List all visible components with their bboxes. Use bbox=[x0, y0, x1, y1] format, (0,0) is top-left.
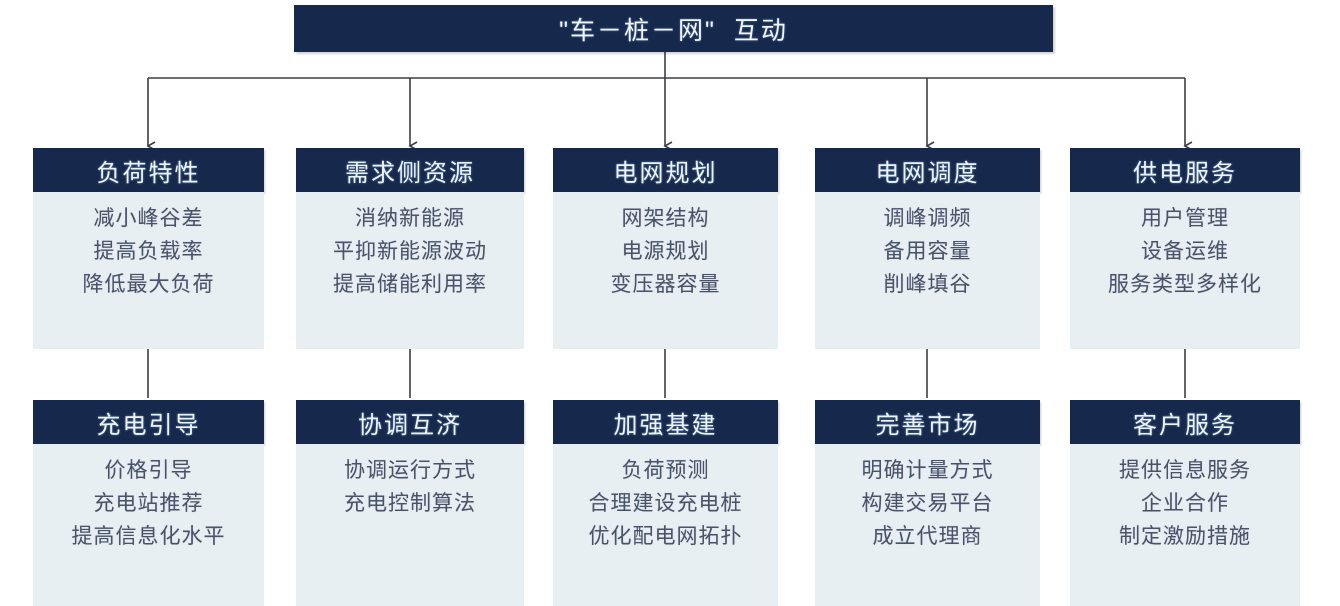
bottom-card-5-header: 客户服务 bbox=[1070, 400, 1300, 444]
top-card-5-header: 供电服务 bbox=[1070, 148, 1300, 192]
top-card-3-item-1: 网架结构 bbox=[621, 207, 710, 230]
bottom-card-5-body: 提供信息服务 企业合作 制定激励措施 bbox=[1070, 444, 1300, 606]
top-card-2: 需求侧资源 消纳新能源 平抑新能源波动 提高储能利用率 bbox=[296, 148, 524, 349]
top-card-2-body: 消纳新能源 平抑新能源波动 提高储能利用率 bbox=[296, 192, 524, 349]
bottom-card-2-body: 协调运行方式 充电控制算法 bbox=[296, 444, 524, 606]
top-card-2-item-2: 平抑新能源波动 bbox=[333, 240, 487, 263]
bottom-card-4-item-1: 明确计量方式 bbox=[861, 459, 994, 482]
top-card-1-item-2: 提高负载率 bbox=[93, 240, 204, 263]
flowchart-diagram: "车－桩－网" 互动 负荷特性 减小峰谷差 提高负载率 降低最大负荷 需求侧资源… bbox=[33, 5, 1300, 606]
bottom-card-2-header: 协调互济 bbox=[296, 400, 524, 444]
bottom-card-3-header: 加强基建 bbox=[553, 400, 778, 444]
top-card-5-item-2: 设备运维 bbox=[1141, 240, 1229, 263]
bottom-card-4-item-2: 构建交易平台 bbox=[861, 492, 994, 515]
bottom-card-1-item-3: 提高信息化水平 bbox=[71, 525, 226, 548]
bottom-card-1-item-1: 价格引导 bbox=[104, 459, 193, 482]
top-card-3-item-2: 电源规划 bbox=[621, 240, 710, 263]
bottom-card-5: 客户服务 提供信息服务 企业合作 制定激励措施 bbox=[1070, 400, 1300, 606]
top-card-1-item-3: 降低最大负荷 bbox=[82, 273, 215, 296]
bottom-card-4-header: 完善市场 bbox=[815, 400, 1040, 444]
bottom-card-3-item-2: 合理建设充电桩 bbox=[588, 492, 743, 515]
root-node-title: "车－桩－网" 互动 bbox=[559, 16, 788, 45]
top-card-5-item-3: 服务类型多样化 bbox=[1108, 273, 1262, 296]
bottom-card-3: 加强基建 负荷预测 合理建设充电桩 优化配电网拓扑 bbox=[553, 400, 778, 606]
bottom-card-1-body: 价格引导 充电站推荐 提高信息化水平 bbox=[33, 444, 264, 606]
top-card-4-body: 调峰调频 备用容量 削峰填谷 bbox=[815, 192, 1040, 349]
bottom-card-3-item-3: 优化配电网拓扑 bbox=[588, 525, 743, 548]
top-card-3-item-3: 变压器容量 bbox=[610, 273, 721, 296]
bottom-card-3-body: 负荷预测 合理建设充电桩 优化配电网拓扑 bbox=[553, 444, 778, 606]
top-card-1-item-1: 减小峰谷差 bbox=[93, 207, 204, 230]
top-card-5-body: 用户管理 设备运维 服务类型多样化 bbox=[1070, 192, 1300, 349]
top-card-5-item-1: 用户管理 bbox=[1141, 207, 1229, 230]
bottom-card-4: 完善市场 明确计量方式 构建交易平台 成立代理商 bbox=[815, 400, 1040, 606]
top-card-1: 负荷特性 减小峰谷差 提高负载率 降低最大负荷 bbox=[33, 148, 264, 349]
top-card-3-body: 网架结构 电源规划 变压器容量 bbox=[553, 192, 778, 349]
bottom-card-3-item-1: 负荷预测 bbox=[621, 459, 710, 482]
top-card-1-body: 减小峰谷差 提高负载率 降低最大负荷 bbox=[33, 192, 264, 349]
top-card-2-item-3: 提高储能利用率 bbox=[333, 273, 487, 296]
bottom-card-1-item-2: 充电站推荐 bbox=[93, 492, 204, 515]
top-card-4-item-2: 备用容量 bbox=[883, 240, 972, 263]
bottom-card-5-item-1: 提供信息服务 bbox=[1119, 459, 1251, 482]
bottom-card-2-item-2: 充电控制算法 bbox=[344, 492, 476, 515]
top-card-3: 电网规划 网架结构 电源规划 变压器容量 bbox=[553, 148, 778, 349]
top-card-1-header: 负荷特性 bbox=[33, 148, 264, 192]
top-card-4-item-1: 调峰调频 bbox=[883, 207, 972, 230]
bottom-card-2-item-1: 协调运行方式 bbox=[344, 459, 476, 482]
bottom-card-1: 充电引导 价格引导 充电站推荐 提高信息化水平 bbox=[33, 400, 264, 606]
bottom-card-5-item-3: 制定激励措施 bbox=[1119, 525, 1251, 548]
top-card-4: 电网调度 调峰调频 备用容量 削峰填谷 bbox=[815, 148, 1040, 349]
top-card-4-item-3: 削峰填谷 bbox=[883, 273, 972, 296]
bottom-card-4-body: 明确计量方式 构建交易平台 成立代理商 bbox=[815, 444, 1040, 606]
root-node: "车－桩－网" 互动 bbox=[294, 5, 1053, 52]
bottom-card-2: 协调互济 协调运行方式 充电控制算法 bbox=[296, 400, 524, 606]
top-card-4-header: 电网调度 bbox=[815, 148, 1040, 192]
bottom-card-4-item-3: 成立代理商 bbox=[872, 525, 983, 548]
top-card-3-header: 电网规划 bbox=[553, 148, 778, 192]
top-card-5: 供电服务 用户管理 设备运维 服务类型多样化 bbox=[1070, 148, 1300, 349]
top-card-2-header: 需求侧资源 bbox=[296, 148, 524, 192]
bottom-card-5-item-2: 企业合作 bbox=[1141, 492, 1229, 515]
bottom-card-1-header: 充电引导 bbox=[33, 400, 264, 444]
top-card-2-item-1: 消纳新能源 bbox=[355, 207, 465, 230]
